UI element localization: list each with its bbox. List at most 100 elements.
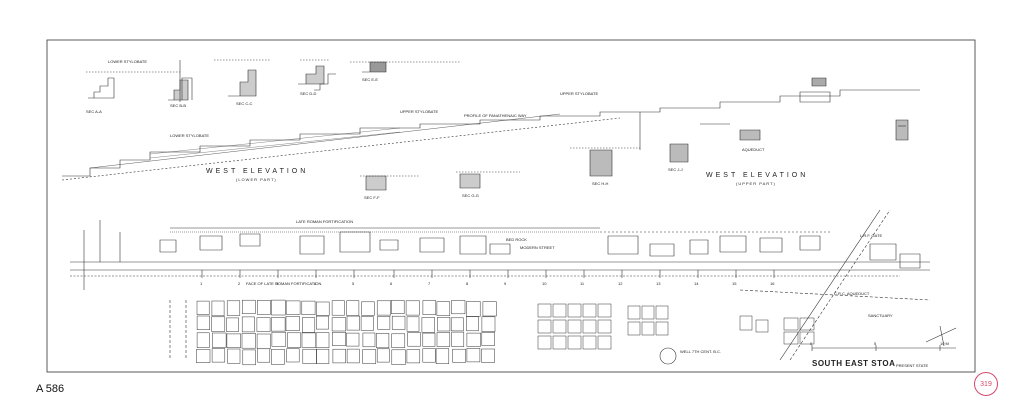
- paving-block: [315, 332, 330, 348]
- paving-block: [391, 349, 406, 365]
- paving-block: [783, 331, 799, 345]
- paving-block: [391, 300, 405, 314]
- section-label-b: SEC B-B: [170, 103, 187, 108]
- paving-block: [406, 316, 420, 332]
- paving-block: [361, 301, 375, 316]
- upper-stylobate-label: UPPER STYLOBATE: [400, 109, 439, 114]
- paving-block: [211, 316, 226, 332]
- paving-block: [362, 349, 377, 364]
- scale-label-0: 0: [810, 341, 813, 346]
- column-number: 6: [390, 281, 393, 286]
- archive-stamp: 319: [974, 372, 998, 396]
- paving-block: [360, 316, 374, 331]
- section-label-d: SEC D-D: [300, 91, 317, 96]
- column-number: 10: [542, 281, 547, 286]
- section-label-f: SEC F-F: [364, 195, 380, 200]
- lower-stylobate-label-elev: LOWER STYLOBATE: [170, 133, 210, 138]
- paving-block: [641, 305, 655, 320]
- modern-street-label: MODERN STREET: [520, 245, 555, 250]
- paving-block: [331, 300, 345, 316]
- plan-drawing: [70, 209, 957, 365]
- paving-block: [407, 332, 421, 347]
- paving-block: [755, 319, 769, 333]
- paving-block: [196, 300, 210, 315]
- paving-block: [377, 316, 391, 330]
- west-elevation-lower-title: WEST ELEVATION: [206, 168, 309, 175]
- drawing-subtitle: PRESENT STATE: [896, 363, 929, 368]
- column-number: 8: [466, 281, 469, 286]
- paving-block: [241, 316, 255, 333]
- column-number: 12: [618, 281, 623, 286]
- upper-stylobate-label-right: UPPER STYLOBATE: [560, 91, 599, 96]
- paving-block: [285, 300, 301, 315]
- paving-block: [466, 348, 481, 363]
- section-label-e: SEC E-E: [362, 77, 379, 82]
- drawing-title: SOUTH EAST STOA: [812, 359, 896, 368]
- paving-block: [196, 332, 210, 348]
- paving-block: [376, 333, 390, 349]
- paving-block: [256, 317, 271, 332]
- paving-block: [655, 321, 669, 336]
- paving-block: [537, 303, 552, 318]
- paving-block: [346, 315, 360, 331]
- paving-block: [481, 332, 495, 346]
- paving-block: [332, 332, 346, 346]
- paving-block: [211, 348, 226, 363]
- face-late-roman-fortification-label: FACE OF LATE ROMAN FORTIFICATION: [246, 281, 322, 286]
- column-number: 5: [352, 281, 355, 286]
- paving-block: [422, 300, 437, 315]
- west-elevation-upper-title: WEST ELEVATION: [706, 172, 809, 179]
- paving-block: [226, 333, 241, 348]
- paving-block: [435, 348, 450, 364]
- paving-block: [331, 317, 347, 332]
- paving-block: [316, 301, 330, 316]
- paving-block: [627, 305, 641, 320]
- column-number: 7: [428, 281, 431, 286]
- paving-block: [482, 301, 497, 317]
- west-elevation-upper-subtitle: (UPPER PART): [736, 181, 776, 186]
- west-elevation-lower-subtitle: (LOWER PART): [236, 177, 277, 182]
- aqueduct-label: AQUEDUCT: [742, 147, 765, 152]
- paving-block: [241, 333, 256, 349]
- paving-block: [211, 300, 225, 317]
- paving-block: [332, 348, 346, 364]
- paving-block: [655, 305, 669, 320]
- drawing-border: [46, 39, 976, 373]
- paving-block: [316, 348, 330, 364]
- section-details: [86, 59, 909, 191]
- section-label-g: SEC G-G: [462, 193, 479, 198]
- paving-block: [196, 349, 211, 363]
- paving-block: [257, 300, 271, 315]
- paving-block: [376, 348, 390, 363]
- paving-block: [739, 315, 753, 331]
- paving-block: [627, 321, 641, 336]
- lower-stylobate-label: LOWER STYLOBATE: [108, 59, 148, 64]
- column-number: 15: [732, 281, 737, 286]
- well-label: WELL 7TH CENT. B.C.: [680, 349, 721, 354]
- paving-block: [799, 317, 815, 331]
- paving-block: [567, 319, 582, 334]
- paving-block: [641, 321, 655, 336]
- paving-block: [405, 300, 420, 316]
- paving-block: [242, 349, 256, 366]
- paving-block: [567, 303, 582, 318]
- paving-block: [582, 303, 597, 318]
- column-number: 14: [694, 281, 699, 286]
- paving-block: [346, 332, 360, 347]
- paving-block: [537, 335, 552, 350]
- paving-block: [376, 300, 391, 316]
- paving-block: [391, 333, 406, 348]
- paving-block: [452, 348, 466, 363]
- paving-block: [302, 317, 316, 333]
- paving-block: [451, 331, 465, 347]
- scale-label-5: 5: [874, 341, 877, 346]
- sheet-number: A 586: [36, 383, 65, 395]
- paving-block: [316, 315, 329, 330]
- section-label-a: SEC A-A: [86, 109, 102, 114]
- paving-block: [552, 319, 567, 334]
- paving-block: [481, 316, 496, 332]
- sanctuary-label: SANCTUARY: [868, 313, 893, 318]
- paving-block: [466, 316, 479, 332]
- lrf-gate-label: L.R.F. GATE: [860, 233, 883, 238]
